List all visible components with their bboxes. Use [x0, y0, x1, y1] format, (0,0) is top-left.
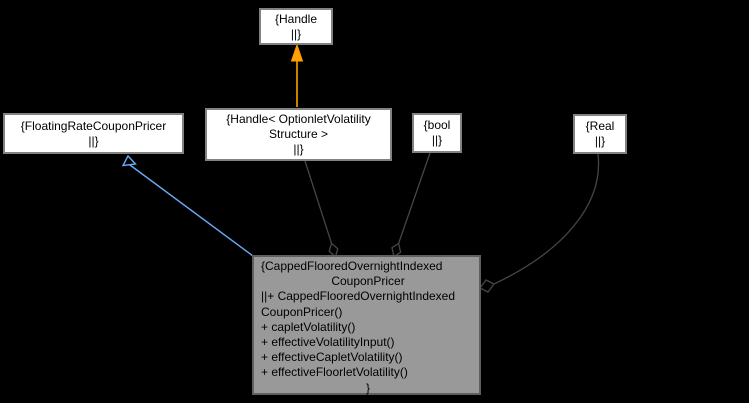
main-node-line: + effectiveFloorletVolatility() [261, 365, 408, 380]
node-floating-rate-coupon-pricer[interactable]: {FloatingRateCouponPricer ||} [3, 113, 184, 154]
main-node-line: ||+ CappedFlooredOvernightIndexed [261, 289, 456, 304]
member-edge-optionlet [304, 160, 333, 244]
main-node-line: {CappedFlooredOvernightIndexed [261, 259, 443, 273]
main-node-line: + effectiveVolatilityInput() [261, 335, 395, 350]
node-bool[interactable]: {bool ||} [412, 113, 462, 153]
node-handle[interactable]: {Handle ||} [259, 8, 333, 45]
member-edge-real [493, 153, 600, 285]
node-handle-line: ||} [290, 26, 302, 41]
node-hovs-line: ||} [293, 142, 304, 156]
template-arrowhead [290, 43, 304, 62]
main-node-line: CouponPricer() [261, 304, 343, 319]
node-frcp-line: {FloatingRateCouponPricer [20, 118, 167, 133]
node-bool-line: ||} [431, 133, 443, 147]
inheritance-arrowhead [121, 154, 137, 167]
node-real-line: {Real [585, 119, 615, 133]
inheritance-arrow-line [129, 164, 254, 257]
aggregation-diamond-real [479, 279, 495, 293]
main-node-line: + capletVolatility() [261, 319, 356, 334]
node-frcp-line: ||} [88, 133, 99, 148]
node-handle-line: {Handle [274, 11, 318, 26]
node-capped-floored-overnight-indexed-coupon-pricer: {CappedFlooredOvernightIndexed CouponPri… [252, 255, 481, 395]
node-handle-optionlet-volatility-structure[interactable]: {Handle< OptionletVolatility Structure >… [205, 108, 392, 161]
main-node-line: } [365, 380, 370, 395]
member-edge-bool [397, 152, 431, 244]
node-hovs-line: {Handle< OptionletVolatility [226, 112, 371, 126]
main-node-line: + effectiveCapletVolatility() [261, 350, 403, 365]
main-node-line: CouponPricer [331, 274, 405, 289]
node-real[interactable]: {Real ||} [573, 114, 627, 154]
node-bool-line: {bool [423, 118, 451, 132]
node-hovs-line: Structure > [268, 127, 329, 141]
node-real-line: ||} [594, 134, 606, 148]
